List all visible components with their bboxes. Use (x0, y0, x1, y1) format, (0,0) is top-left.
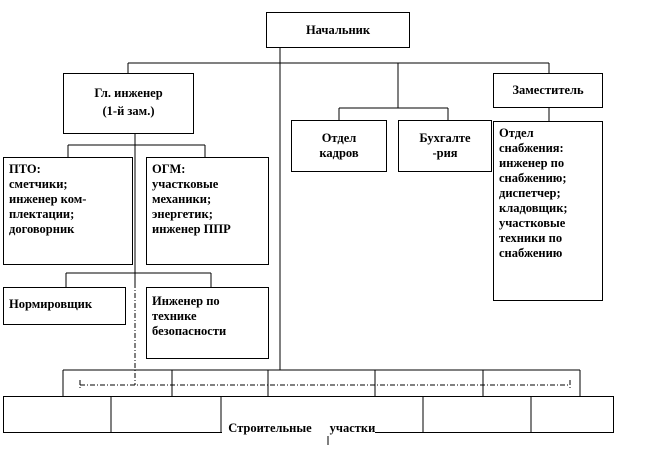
node-safety-line-3: безопасности (152, 324, 227, 338)
node-supply-line-7: участковые (499, 216, 566, 230)
node-pto-line-3: инженер ком- (9, 192, 87, 206)
node-chief-label: Начальник (305, 23, 371, 37)
node-personnel-line-2: кадров (319, 146, 359, 160)
node-supply-line-6: кладовщик; (499, 201, 568, 215)
node-accounting-line-2: -рия (432, 146, 458, 160)
node-pto-line-2: сметчики; (9, 177, 68, 191)
node-ogm-line-4: энергетик; (152, 207, 213, 221)
node-ogm-line-2: участковые (152, 177, 219, 191)
node-safety-line-1: Инженер по (152, 294, 220, 308)
node-accounting-line-1: Бухгалте (419, 131, 471, 145)
node-supply-line-5: диспетчер; (499, 186, 561, 200)
node-normer-label: Нормировщик (9, 297, 93, 311)
node-supply-line-8: техники по (499, 231, 563, 245)
node-pto-line-5: договорник (9, 222, 75, 236)
sites-label-word-2: участки (329, 421, 376, 435)
node-ogm: ОГМ: участковые механики; энергетик; инж… (146, 157, 269, 265)
sites-label-word-1: Строительные (228, 421, 312, 435)
node-chief-engineer-line-2: (1-й зам.) (102, 104, 155, 118)
node-supply-line-2: снабжения: (499, 141, 564, 155)
node-chief-engineer-line-1: Гл. инженер (94, 86, 163, 100)
node-safety-line-2: технике (152, 309, 197, 323)
sites-label: Строительные участки (222, 406, 376, 436)
node-accounting: Бухгалте -рия (398, 120, 492, 172)
node-deputy-label: Заместитель (512, 83, 584, 97)
node-pto-line-4: плектации; (9, 207, 75, 221)
node-chief-engineer: Гл. инженер (1-й зам.) (63, 73, 194, 134)
node-supply-line-4: снабжению; (499, 171, 567, 185)
node-pto: ПТО: сметчики; инженер ком- плектации; д… (3, 157, 133, 265)
node-chief: Начальник (266, 12, 410, 48)
node-deputy: Заместитель (493, 73, 603, 108)
node-personnel: Отдел кадров (291, 120, 387, 172)
node-safety: Инженер по технике безопасности (146, 287, 269, 359)
node-supply-line-9: снабжению (499, 246, 563, 260)
node-normer: Нормировщик (3, 287, 126, 325)
node-personnel-line-1: Отдел (321, 131, 357, 145)
node-pto-line-1: ПТО: (9, 162, 41, 176)
node-supply-line-3: инженер по (499, 156, 565, 170)
node-ogm-line-5: инженер ППР (152, 222, 231, 236)
node-supply: Отдел снабжения: инженер по снабжению; д… (493, 121, 603, 301)
node-supply-line-1: Отдел (499, 126, 534, 140)
node-ogm-line-3: механики; (152, 192, 212, 206)
node-ogm-line-1: ОГМ: (152, 162, 186, 176)
